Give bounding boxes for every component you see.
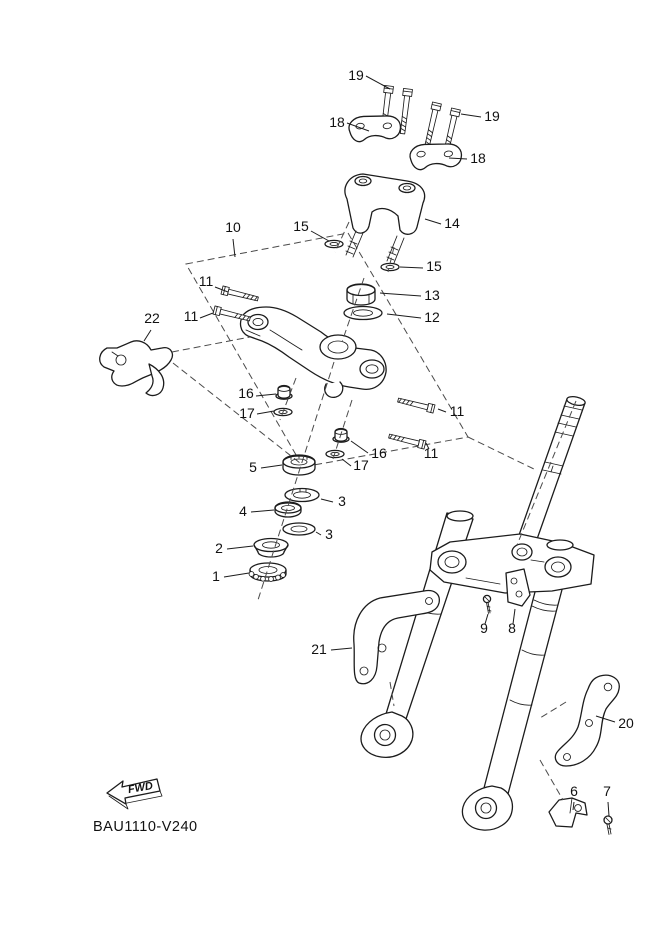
fork-cap-right bbox=[546, 539, 574, 551]
washer-3-upper bbox=[284, 487, 320, 503]
ring-nut-5 bbox=[282, 454, 316, 476]
part-callout-7-13: 13 bbox=[424, 287, 440, 303]
part-callout-12-22: 22 bbox=[144, 310, 160, 326]
leader-line-1-18 bbox=[346, 122, 370, 132]
leader-line-3-18 bbox=[448, 157, 468, 160]
part-callout-23-2: 2 bbox=[215, 540, 223, 556]
part-callout-1-18: 18 bbox=[329, 114, 345, 130]
part-callout-6-15: 15 bbox=[426, 258, 442, 274]
leader-line-24-1 bbox=[223, 572, 250, 578]
bearing-1 bbox=[248, 562, 287, 582]
part-callout-11-11: 11 bbox=[184, 308, 199, 324]
clamp-18-lower bbox=[407, 138, 464, 174]
washer-12 bbox=[343, 305, 383, 321]
part-callout-10-11: 11 bbox=[199, 273, 214, 289]
part-callout-16-16: 16 bbox=[371, 445, 387, 461]
leader-line-29-6 bbox=[572, 801, 575, 811]
washer-3-lower bbox=[282, 522, 316, 536]
bolts-11-right bbox=[387, 395, 436, 450]
bracket-8 bbox=[505, 568, 531, 607]
leader-line-23-2 bbox=[226, 545, 254, 550]
leader-line-19-5 bbox=[260, 464, 283, 469]
fwd-label: FWD bbox=[127, 780, 154, 796]
part-callout-9-10: 10 bbox=[225, 219, 241, 235]
leader-line-22-3 bbox=[315, 531, 322, 536]
leader-line-0-19 bbox=[365, 75, 391, 90]
part-callout-3-18: 18 bbox=[470, 150, 486, 166]
leader-line-7-13 bbox=[379, 292, 422, 297]
part-callout-28-20: 20 bbox=[618, 715, 634, 731]
part-callout-20-3: 3 bbox=[338, 493, 346, 509]
leader-line-11-11 bbox=[199, 312, 214, 319]
part-callout-17-17: 17 bbox=[353, 457, 369, 473]
part-callout-22-3: 3 bbox=[325, 526, 333, 542]
part-callout-21-4: 4 bbox=[239, 503, 247, 519]
construction-lines bbox=[171, 221, 577, 801]
leader-line-9-10 bbox=[232, 238, 236, 258]
washer-4 bbox=[274, 501, 302, 518]
leader-line-21-4 bbox=[250, 509, 275, 513]
leader-line-10-11 bbox=[214, 286, 229, 293]
part-callout-26-9: 9 bbox=[480, 620, 488, 636]
leader-line-18-11 bbox=[425, 442, 430, 450]
leader-line-25-21 bbox=[330, 647, 353, 651]
part-callout-24-1: 1 bbox=[212, 568, 220, 584]
bearing-2 bbox=[253, 537, 289, 558]
leader-line-8-12 bbox=[386, 313, 422, 319]
leader-line-26-9 bbox=[484, 613, 489, 625]
part-callout-5-15: 15 bbox=[293, 218, 309, 234]
part-callout-14-17: 17 bbox=[239, 405, 255, 421]
part-callout-29-6: 6 bbox=[570, 783, 578, 799]
part-callout-2-19: 19 bbox=[484, 108, 500, 124]
leader-line-17-17 bbox=[341, 458, 352, 467]
screw-9 bbox=[482, 594, 492, 614]
part-callout-4-14: 14 bbox=[444, 215, 460, 231]
steering-stem bbox=[517, 395, 586, 543]
leader-line-30-7 bbox=[607, 801, 610, 817]
leader-line-16-16 bbox=[350, 440, 369, 454]
diagram-code: BAU1110-V240 bbox=[93, 819, 198, 835]
part-callout-25-21: 21 bbox=[311, 641, 327, 657]
upper-bracket-10 bbox=[239, 306, 387, 398]
nut-13 bbox=[346, 283, 376, 306]
part-callout-30-7: 7 bbox=[603, 783, 611, 799]
leader-line-12-22 bbox=[143, 329, 152, 342]
fork-cap-left bbox=[446, 510, 474, 522]
nut-16-left bbox=[275, 384, 293, 400]
part-callout-19-5: 5 bbox=[249, 459, 257, 475]
washer-15-left bbox=[324, 239, 344, 249]
part-callout-18-11: 11 bbox=[424, 445, 439, 461]
bracket-22 bbox=[99, 340, 174, 397]
leader-line-6-15 bbox=[399, 266, 424, 269]
screw-7 bbox=[603, 815, 613, 835]
clamp-18-upper bbox=[346, 110, 403, 146]
leader-line-5-15 bbox=[310, 230, 330, 242]
front-fork-assembly bbox=[360, 395, 595, 831]
handlebar-holder-14 bbox=[344, 173, 426, 264]
part-callout-15-11: 11 bbox=[450, 403, 465, 419]
leader-line-13-16 bbox=[255, 393, 277, 397]
part-callout-0-19: 19 bbox=[348, 67, 364, 83]
part-callout-8-12: 12 bbox=[424, 309, 440, 325]
part-callout-27-8: 8 bbox=[508, 620, 516, 636]
part-callout-13-16: 16 bbox=[238, 385, 254, 401]
bracket-6 bbox=[548, 797, 588, 828]
leader-line-28-20 bbox=[595, 715, 616, 723]
leader-line-4-14 bbox=[424, 218, 442, 225]
leader-line-2-19 bbox=[460, 113, 482, 118]
leader-line-20-3 bbox=[320, 498, 334, 503]
bracket-21 bbox=[353, 589, 440, 685]
fwd-arrow: FWD bbox=[106, 778, 163, 810]
leader-line-15-11 bbox=[437, 408, 447, 413]
leader-line-14-17 bbox=[256, 410, 275, 415]
leader-line-27-8 bbox=[512, 608, 516, 625]
bracket-20 bbox=[554, 674, 620, 767]
